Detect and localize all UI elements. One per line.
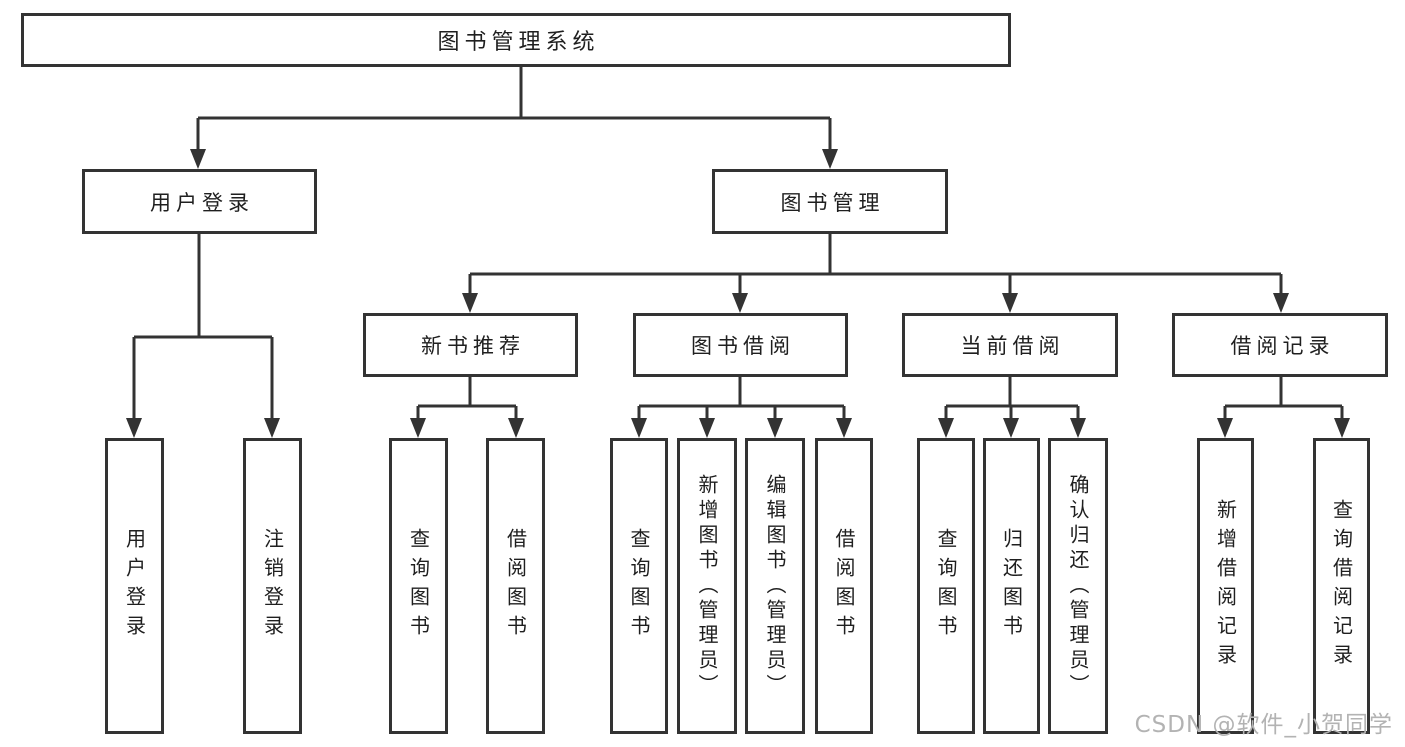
leaf-confirm-return-admin: 确认归还（管理员）	[1048, 438, 1108, 734]
leaf-user-login: 用户登录	[105, 438, 164, 734]
arrowhead-icon	[264, 418, 280, 438]
arrowhead-icon	[836, 418, 852, 438]
leaf-label: 确认归还（管理员）	[1066, 473, 1090, 699]
arrowhead-icon	[126, 418, 142, 438]
leaf-borrow-books-1: 借阅图书	[486, 438, 545, 734]
leaf-return-books: 归还图书	[983, 438, 1040, 734]
arrowhead-icon	[462, 293, 478, 313]
arrowhead-icon	[732, 293, 748, 313]
leaf-label: 借阅图书	[503, 528, 528, 644]
node-label: 图书管理系统	[437, 30, 600, 55]
arrowhead-icon	[1003, 418, 1019, 438]
node-library-system: 图书管理系统	[21, 13, 1011, 67]
connectors-root-to-level1	[190, 66, 838, 169]
arrowhead-icon	[938, 418, 954, 438]
arrowhead-icon	[1070, 418, 1086, 438]
leaf-label: 用户登录	[122, 528, 147, 644]
leaf-logout: 注销登录	[243, 438, 302, 734]
leaf-label: 借阅图书	[832, 528, 856, 644]
leaf-add-borrow-record: 新增借阅记录	[1197, 438, 1254, 734]
arrowhead-icon	[822, 149, 838, 169]
arrowhead-icon	[1273, 293, 1289, 313]
leaf-search-books-1: 查询图书	[389, 438, 448, 734]
arrowhead-icon	[1334, 418, 1350, 438]
leaf-label: 查询图书	[934, 528, 958, 644]
leaf-search-borrow-record: 查询借阅记录	[1313, 438, 1370, 734]
node-label: 图书管理	[780, 190, 885, 215]
leaf-label: 归还图书	[999, 528, 1024, 644]
node-user-login: 用户登录	[82, 169, 317, 234]
connectors-book-borrow-to-leaves	[631, 377, 852, 438]
node-new-book-recommend: 新书推荐	[363, 313, 578, 377]
node-label: 当前借阅	[960, 334, 1065, 358]
node-label: 新书推荐	[421, 334, 525, 358]
node-book-borrowing: 图书借阅	[633, 313, 848, 377]
leaf-label: 查询借阅记录	[1329, 499, 1354, 673]
leaf-label: 编辑图书（管理员）	[763, 473, 787, 699]
leaf-label: 注销登录	[260, 528, 285, 644]
leaf-label: 查询图书	[627, 528, 651, 644]
leaf-edit-book-admin: 编辑图书（管理员）	[745, 438, 805, 734]
leaf-add-book-admin: 新增图书（管理员）	[677, 438, 737, 734]
node-label: 图书借阅	[691, 334, 795, 358]
arrowhead-icon	[767, 418, 783, 438]
arrowhead-icon	[190, 149, 206, 169]
arrowhead-icon	[631, 418, 647, 438]
watermark: CSDN @软件_小贺同学	[1134, 712, 1393, 738]
connectors-current-borrow-to-leaves	[938, 377, 1086, 438]
node-label: 借阅记录	[1230, 334, 1335, 358]
node-borrow-records: 借阅记录	[1172, 313, 1388, 377]
node-book-management: 图书管理	[712, 169, 948, 234]
node-current-borrowing: 当前借阅	[902, 313, 1118, 377]
leaf-borrow-books-2: 借阅图书	[815, 438, 873, 734]
connectors-new-books-to-leaves	[410, 377, 524, 438]
node-label: 用户登录	[150, 190, 254, 215]
arrowhead-icon	[1217, 418, 1233, 438]
arrowhead-icon	[508, 418, 524, 438]
leaf-label: 查询图书	[406, 528, 431, 644]
leaf-search-books-3: 查询图书	[917, 438, 975, 734]
arrowhead-icon	[699, 418, 715, 438]
arrowhead-icon	[1002, 293, 1018, 313]
connectors-borrow-records-to-leaves	[1217, 377, 1350, 438]
leaf-label: 新增图书（管理员）	[695, 473, 719, 699]
leaf-label: 新增借阅记录	[1213, 499, 1238, 673]
arrowhead-icon	[410, 418, 426, 438]
leaf-search-books-2: 查询图书	[610, 438, 668, 734]
connectors-book-mgmt-to-level2	[462, 233, 1289, 313]
connectors-user-login-to-leaves	[126, 233, 280, 438]
